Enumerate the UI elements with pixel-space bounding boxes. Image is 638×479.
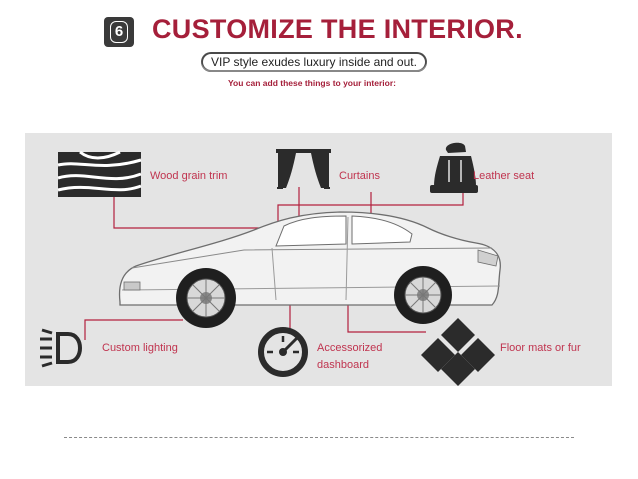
label-dashboard: Accessorized dashboard (317, 340, 382, 374)
dashed-divider (64, 437, 574, 438)
label-floor-mats: Floor mats or fur (500, 342, 581, 354)
step-number-badge: 6 (104, 17, 134, 47)
label-dashboard-line2: dashboard (317, 359, 369, 371)
wood-grain-icon (57, 150, 142, 197)
label-curtains: Curtains (339, 170, 380, 182)
intro-text: You can add these things to your interio… (228, 78, 396, 88)
subtitle-banner: VIP style exudes luxury inside and out. (201, 52, 427, 72)
label-wood-grain: Wood grain trim (150, 170, 228, 182)
floor-mats-icon (421, 318, 495, 386)
leather-seat-icon (430, 142, 478, 193)
light-icon (40, 328, 83, 368)
gauge-icon (258, 327, 308, 377)
car-illustration (118, 211, 501, 328)
step-number: 6 (110, 21, 128, 43)
curtains-icon (276, 149, 331, 189)
subtitle-text: VIP style exudes luxury inside and out. (203, 54, 425, 70)
page-title: CUSTOMIZE THE INTERIOR. (152, 14, 523, 44)
label-leather-seat: Leather seat (473, 170, 535, 182)
label-dashboard-line1: Accessorized (317, 342, 383, 354)
label-custom-lighting: Custom lighting (102, 342, 178, 354)
